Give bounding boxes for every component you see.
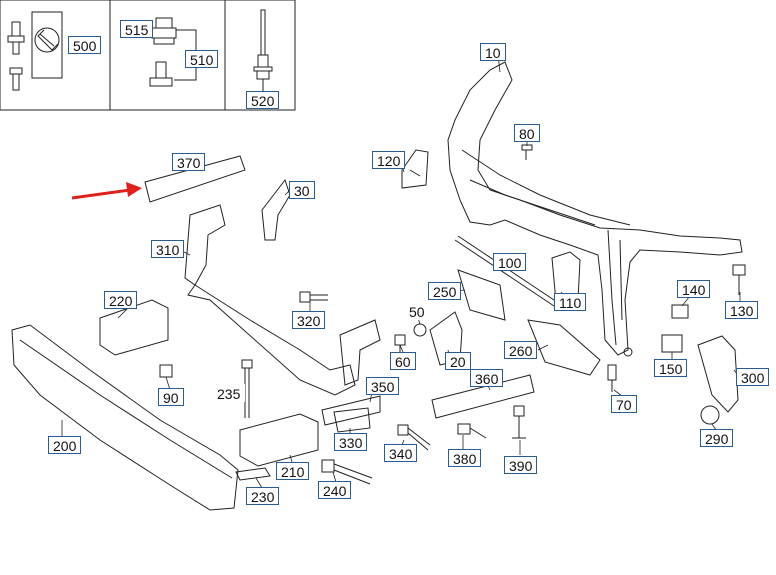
- callout-10[interactable]: 10: [480, 43, 506, 61]
- callout-80[interactable]: 80: [514, 124, 540, 142]
- bolt-500-parts: [7, 11, 63, 91]
- bracket-300: [697, 335, 739, 413]
- callout-210[interactable]: 210: [276, 462, 310, 480]
- bracket-120: [401, 149, 429, 189]
- callout-330[interactable]: 330: [334, 433, 368, 451]
- plate-230: [235, 467, 271, 481]
- bolt-320: [299, 291, 328, 303]
- callout-60[interactable]: 60: [390, 352, 416, 370]
- callout-220[interactable]: 220: [104, 291, 138, 309]
- bracket-350: [321, 395, 381, 426]
- bolt-340: [397, 424, 431, 451]
- callout-290[interactable]: 290: [700, 429, 734, 447]
- radiator-support: [447, 61, 743, 357]
- bracket-20: [429, 311, 463, 366]
- bracket-30: [261, 178, 291, 241]
- leader-lines: [61, 54, 741, 489]
- callout-120[interactable]: 120: [372, 151, 406, 169]
- screw-380: [457, 423, 487, 439]
- callout-380[interactable]: 380: [448, 449, 482, 467]
- nut-290: [700, 405, 720, 425]
- rod-100: [454, 235, 564, 311]
- callout-70[interactable]: 70: [611, 395, 637, 413]
- callout-30[interactable]: 30: [289, 181, 315, 199]
- callout-250[interactable]: 250: [428, 282, 462, 300]
- bracket-250: [457, 269, 506, 321]
- callout-340[interactable]: 340: [384, 444, 418, 462]
- callout-510[interactable]: 510: [185, 50, 219, 68]
- panel-260: [527, 319, 601, 376]
- bracket-210: [239, 413, 319, 467]
- inset-box-520: [224, 0, 296, 111]
- inset-box-500: [0, 0, 111, 111]
- washer-50: [413, 323, 427, 337]
- callout-515[interactable]: 515: [120, 20, 154, 38]
- bumper-beam-200: [11, 324, 239, 511]
- screw-80: [521, 144, 533, 160]
- callout-100[interactable]: 100: [493, 253, 527, 271]
- callout-110[interactable]: 110: [554, 293, 587, 311]
- bumper-beam-edge: [19, 339, 233, 479]
- bracket-330: [333, 407, 371, 433]
- rivet-520-part: [253, 9, 273, 92]
- callout-235[interactable]: 235: [212, 384, 246, 402]
- red-arrow-icon: [71, 182, 142, 200]
- bolt-240: [321, 459, 373, 485]
- callout-50[interactable]: 50: [404, 302, 430, 320]
- callout-500[interactable]: 500: [68, 36, 102, 54]
- callout-260[interactable]: 260: [504, 341, 538, 359]
- screw-70: [607, 364, 617, 392]
- callout-390[interactable]: 390: [504, 456, 538, 474]
- callout-310[interactable]: 310: [151, 240, 185, 258]
- bolt-90: [159, 364, 173, 378]
- callout-90[interactable]: 90: [158, 388, 184, 406]
- callout-140[interactable]: 140: [677, 280, 711, 298]
- callout-370[interactable]: 370: [172, 153, 206, 171]
- callout-130[interactable]: 130: [725, 301, 759, 319]
- callout-320[interactable]: 320: [292, 311, 326, 329]
- callout-230[interactable]: 230: [246, 487, 280, 505]
- callout-300[interactable]: 300: [736, 368, 770, 386]
- callout-150[interactable]: 150: [654, 359, 688, 377]
- crossmember-310: [184, 204, 381, 396]
- callout-200[interactable]: 200: [48, 436, 82, 454]
- clip-150: [661, 334, 683, 353]
- bracket-220: [99, 299, 169, 356]
- callout-520[interactable]: 520: [246, 91, 280, 109]
- callout-350[interactable]: 350: [366, 377, 400, 395]
- callout-20[interactable]: 20: [445, 352, 471, 370]
- clip-140: [671, 304, 689, 319]
- callout-360[interactable]: 360: [470, 369, 504, 387]
- callout-240[interactable]: 240: [318, 481, 352, 499]
- screw-390: [512, 405, 526, 439]
- screw-130: [732, 264, 746, 295]
- reinforcement-beam-370: [144, 155, 246, 203]
